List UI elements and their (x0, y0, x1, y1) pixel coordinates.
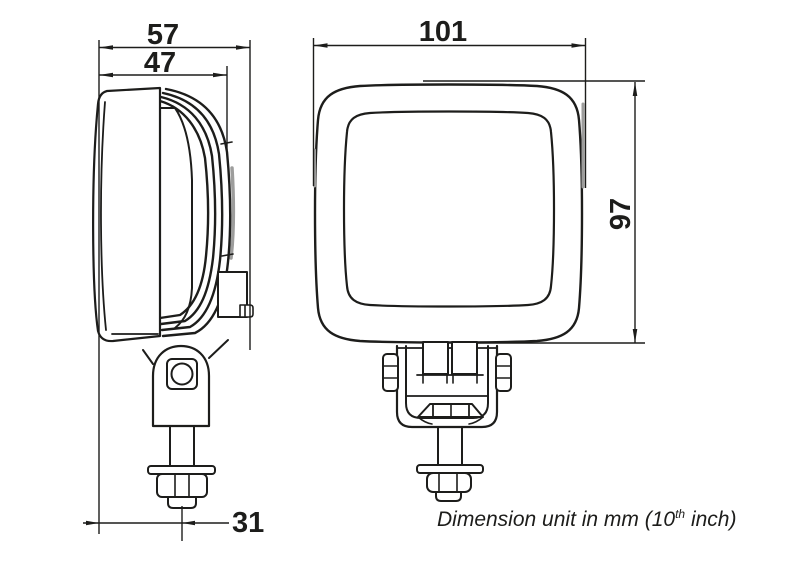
dimension-label-31: 31 (232, 507, 264, 539)
bolt-cap-front (435, 491, 462, 502)
hanger-tab-left (422, 341, 449, 375)
bracket-front-outer (395, 344, 499, 429)
side-bolt-left-facets (382, 365, 399, 379)
dimension-labels: 57 47 31 101 97 (144, 16, 637, 539)
front-view-drawing (313, 83, 585, 502)
note-superscript: th (675, 507, 686, 521)
hex-nut-side-facets (174, 473, 190, 498)
washer-side (147, 465, 216, 475)
dimension-annotations (83, 38, 645, 541)
captive-nut-arcs (417, 416, 484, 425)
dimension-label-101: 101 (419, 16, 467, 48)
dimension-label-47: 47 (144, 47, 176, 79)
tab-stubs (422, 374, 478, 384)
dimension-label-57: 57 (147, 19, 179, 51)
connector-foot (239, 304, 254, 318)
side-shadow-accent (229, 166, 236, 260)
hanger-tab-right (451, 341, 478, 375)
lens-inner-line (100, 101, 159, 335)
reflector-inner-edge (159, 107, 193, 329)
lens-front-outline (342, 110, 556, 308)
dimension-unit-note: Dimension unit in mm (10th inch) (437, 507, 777, 532)
bolt-cap-side (167, 496, 197, 509)
bolt-stem-front (437, 426, 463, 466)
heatsink-fins (158, 87, 232, 338)
hex-nut-front (426, 472, 472, 493)
side-bolt-right (495, 353, 512, 392)
note-prefix: Dimension unit in mm (10 (437, 508, 676, 531)
bolt-stem-side (169, 425, 195, 467)
dimension-label-97: 97 (605, 198, 637, 230)
side-bolt-right-facets (495, 365, 512, 379)
washer-front (416, 464, 484, 474)
note-suffix: inch) (685, 508, 737, 531)
bracket-side-straps (142, 339, 229, 365)
bracket-pivot-hole (170, 362, 194, 386)
dimension-arrowheads (86, 43, 638, 526)
hex-nut-front-facets (438, 472, 458, 493)
side-view-drawing (92, 86, 254, 509)
side-bolt-left (382, 353, 399, 392)
hex-nut-side (156, 473, 208, 498)
